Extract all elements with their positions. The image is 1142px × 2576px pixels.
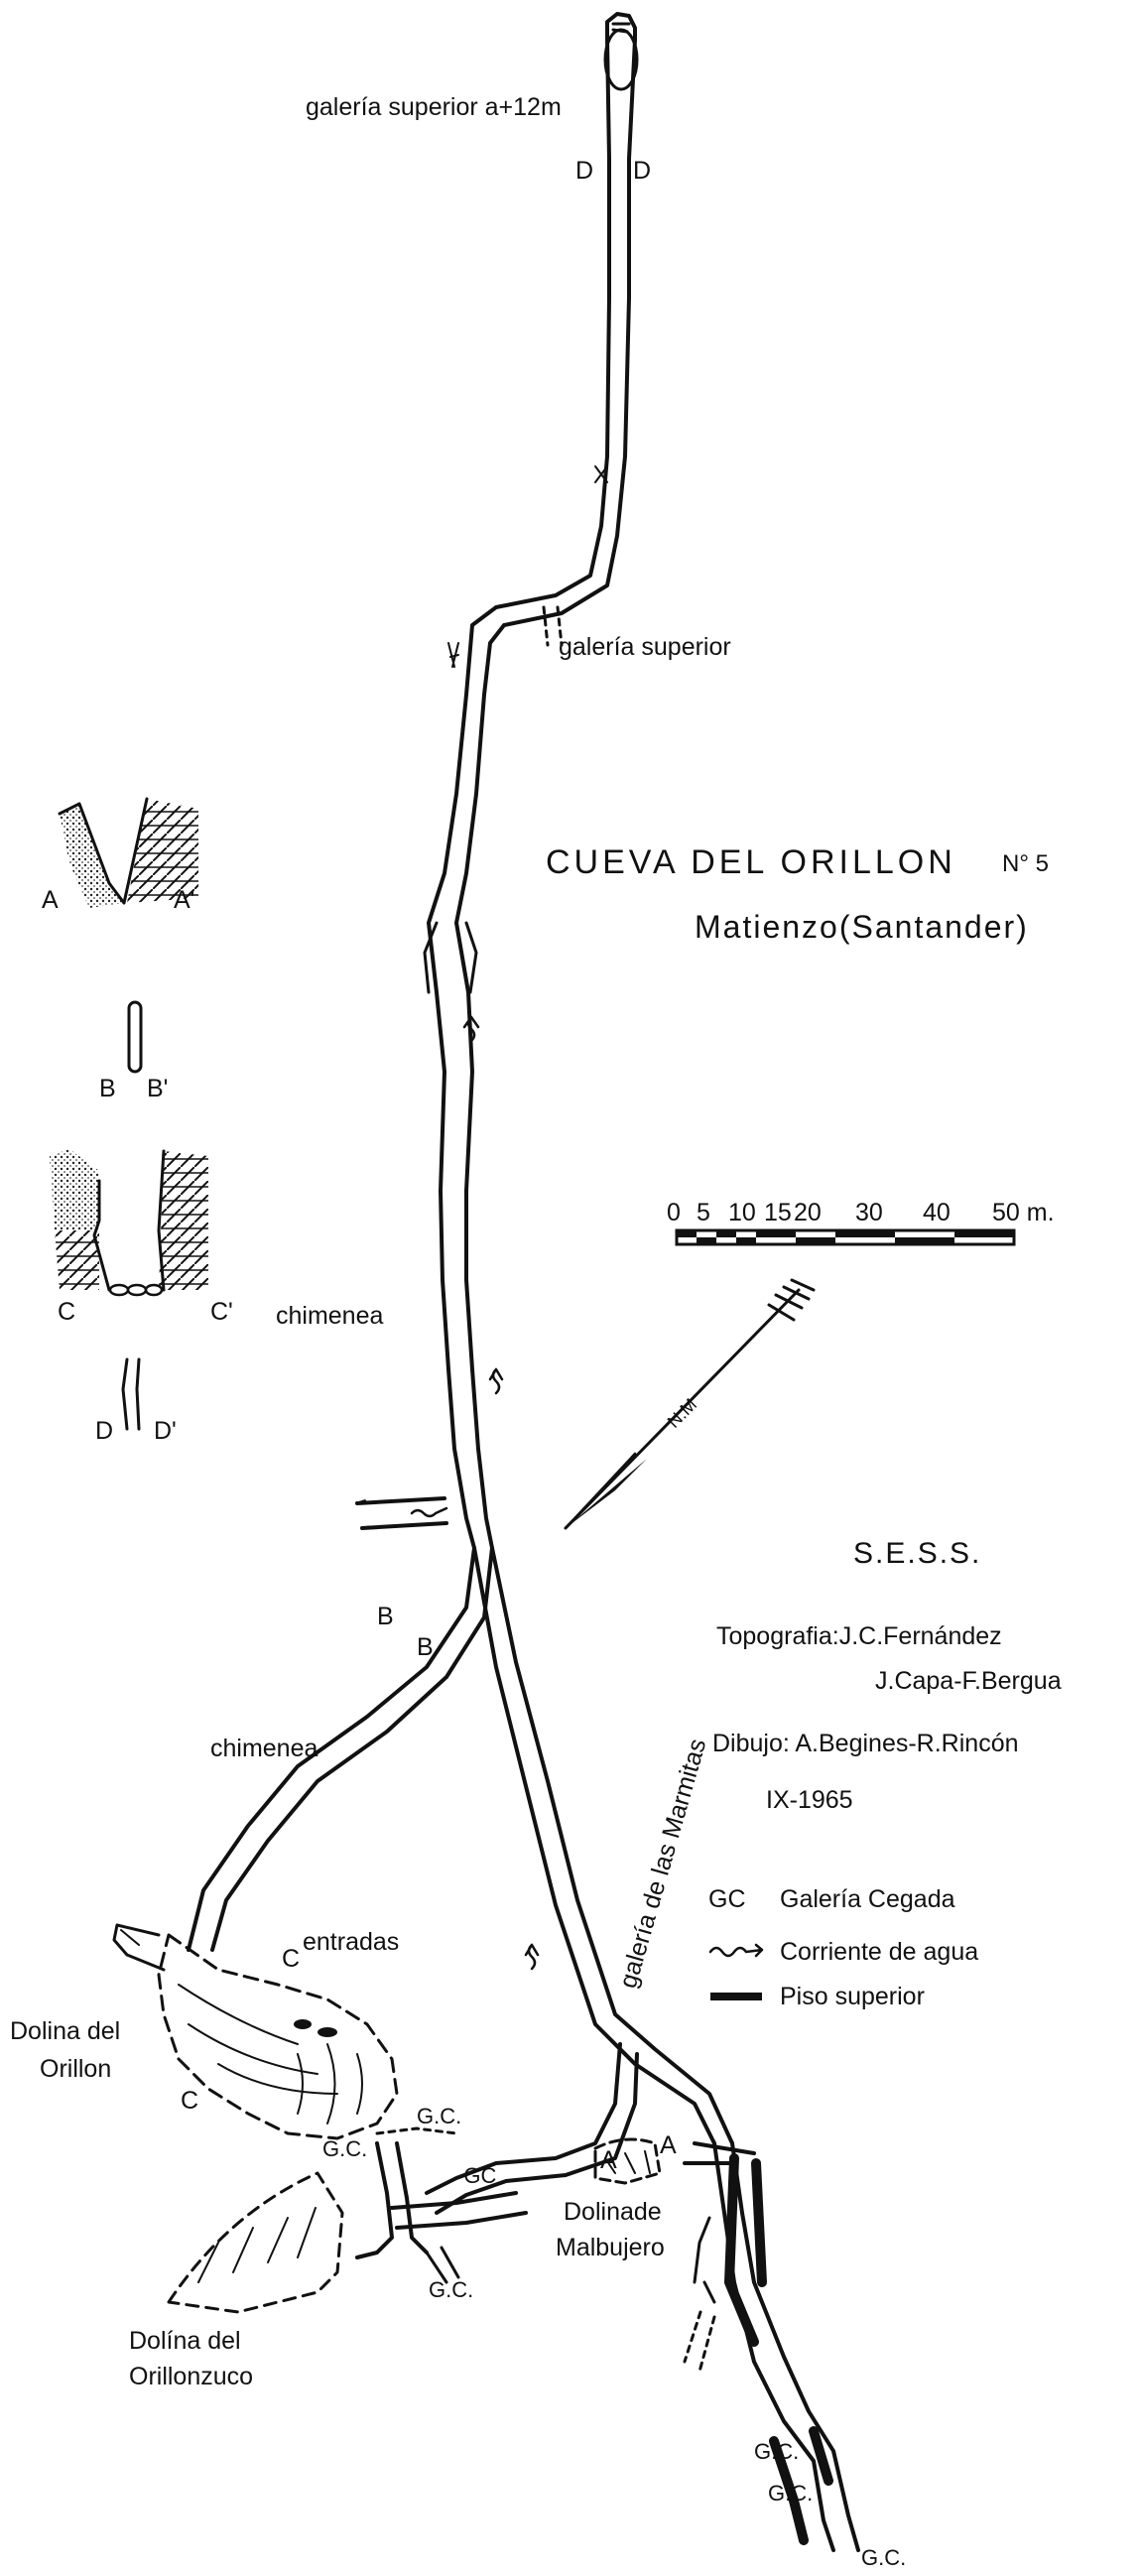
credit-date: IX-1965	[766, 1786, 853, 1814]
plan-letter-a: A	[600, 2146, 617, 2174]
label-dolina-orillon-2: Orillon	[40, 2055, 111, 2083]
cross-section-c	[50, 1149, 208, 1297]
section-letter-b: B	[99, 1075, 116, 1102]
west-branch	[355, 1496, 448, 1530]
scale-tick-40: 40	[923, 1199, 951, 1226]
north-label: N.M	[664, 1394, 700, 1431]
plan-letter-c2: C	[181, 2087, 198, 2115]
label-dolina-malbujero-1: Dolinade	[564, 2198, 662, 2226]
scale-tick-20: 20	[794, 1199, 822, 1226]
gc-label-6: G.C.	[768, 2481, 813, 2506]
gc-label-4: G.C.	[429, 2277, 473, 2302]
label-marmitas: galería de las Marmitas	[614, 1736, 712, 1991]
label-dolina-malbujero-2: Malbujero	[556, 2234, 665, 2261]
stream-arrows	[410, 1015, 540, 1971]
gc-label-7: G.C.	[861, 2545, 906, 2570]
legend: GC Galería Cegada Corriente de agua Piso…	[708, 1885, 978, 2010]
gc-network	[355, 2126, 528, 2284]
credit-topography-1: Topografia:J.C.Fernández	[716, 1622, 1002, 1650]
cross-section-a	[58, 797, 198, 908]
plan-letter-b2: B	[417, 1633, 434, 1661]
section-letter-c-prime: C'	[210, 1298, 233, 1326]
label-entrances: entradas	[303, 1928, 399, 1956]
scale-tick-30: 30	[855, 1199, 883, 1226]
plan-letter-a2: A	[660, 2131, 677, 2159]
scale-tick-0: 0	[667, 1199, 681, 1226]
scale-tick-50: 50 m.	[992, 1199, 1055, 1226]
legend-gc-label: Galería Cegada	[780, 1885, 955, 1913]
label-dolina-orillon-1: Dolina del	[10, 2017, 120, 2045]
label-upper-gallery: galería superior	[559, 633, 731, 661]
gc-label-3: -GC	[456, 2163, 496, 2188]
lower-complex	[683, 2141, 860, 2552]
credit-org: S.E.S.S.	[853, 1537, 981, 1570]
plan-letter-d: D	[575, 157, 593, 185]
marmitas-passage	[425, 1546, 734, 2215]
upper-gallery-branch	[542, 605, 564, 647]
section-letter-c: C	[58, 1298, 75, 1326]
legend-upper-label: Piso superior	[780, 1983, 925, 2010]
section-letter-a: A	[42, 886, 59, 914]
label-dolina-orillonzuco-2: Orillonzuco	[129, 2363, 253, 2390]
credit-drawing: Dibujo: A.Begines-R.Rincón	[712, 1730, 1019, 1757]
section-letter-d-prime: D'	[154, 1417, 177, 1445]
label-chimney-2: chimenea	[210, 1735, 317, 1762]
gc-label-5: G.C.	[754, 2439, 799, 2464]
section-letter-b-prime: B'	[147, 1075, 168, 1102]
cross-section-d	[121, 1357, 141, 1431]
bold-line-icon	[710, 1993, 762, 2000]
dolina-malbujero	[593, 2137, 662, 2185]
legend-stream-label: Corriente de agua	[780, 1938, 978, 1966]
scale-tick-10: 10	[728, 1199, 756, 1226]
scale-bar: 0 5 10 15 20 30 40 50 m.	[667, 1199, 1055, 1246]
label-upper-gallery-12m: galería superior a+12m	[306, 93, 562, 121]
dolina-orillon	[112, 1923, 399, 2140]
stream-arrow-icon	[708, 1943, 764, 1958]
credit-topography-2: J.Capa-F.Bergua	[875, 1667, 1062, 1695]
section-letter-a-prime: A'	[174, 886, 194, 914]
plan-letter-d2: D	[633, 157, 651, 185]
label-chimney-1: chimenea	[276, 1302, 383, 1330]
map-location: Matienzo(Santander)	[695, 909, 1029, 945]
plan-letter-b: B	[377, 1603, 394, 1630]
scale-tick-15: 15	[764, 1199, 792, 1226]
north-arrow-icon: N.M	[564, 1278, 816, 1530]
map-number: N° 5	[1002, 850, 1049, 877]
plan-letter-c: C	[282, 1945, 300, 1973]
section-letter-d: D	[95, 1417, 113, 1445]
dolina-orillonzuco	[167, 2171, 344, 2314]
main-passage	[187, 12, 639, 1952]
gc-label-1: G.C.	[322, 2136, 367, 2161]
cross-section-b	[127, 1000, 143, 1074]
map-title: CUEVA DEL ORILLON	[546, 843, 956, 881]
gc-label-2: G.C.	[417, 2104, 461, 2128]
legend-gc-symbol: GC	[708, 1885, 746, 1913]
scale-tick-5: 5	[697, 1199, 710, 1226]
label-dolina-orillonzuco-1: Dolína del	[129, 2327, 241, 2355]
section-marks	[447, 465, 608, 668]
